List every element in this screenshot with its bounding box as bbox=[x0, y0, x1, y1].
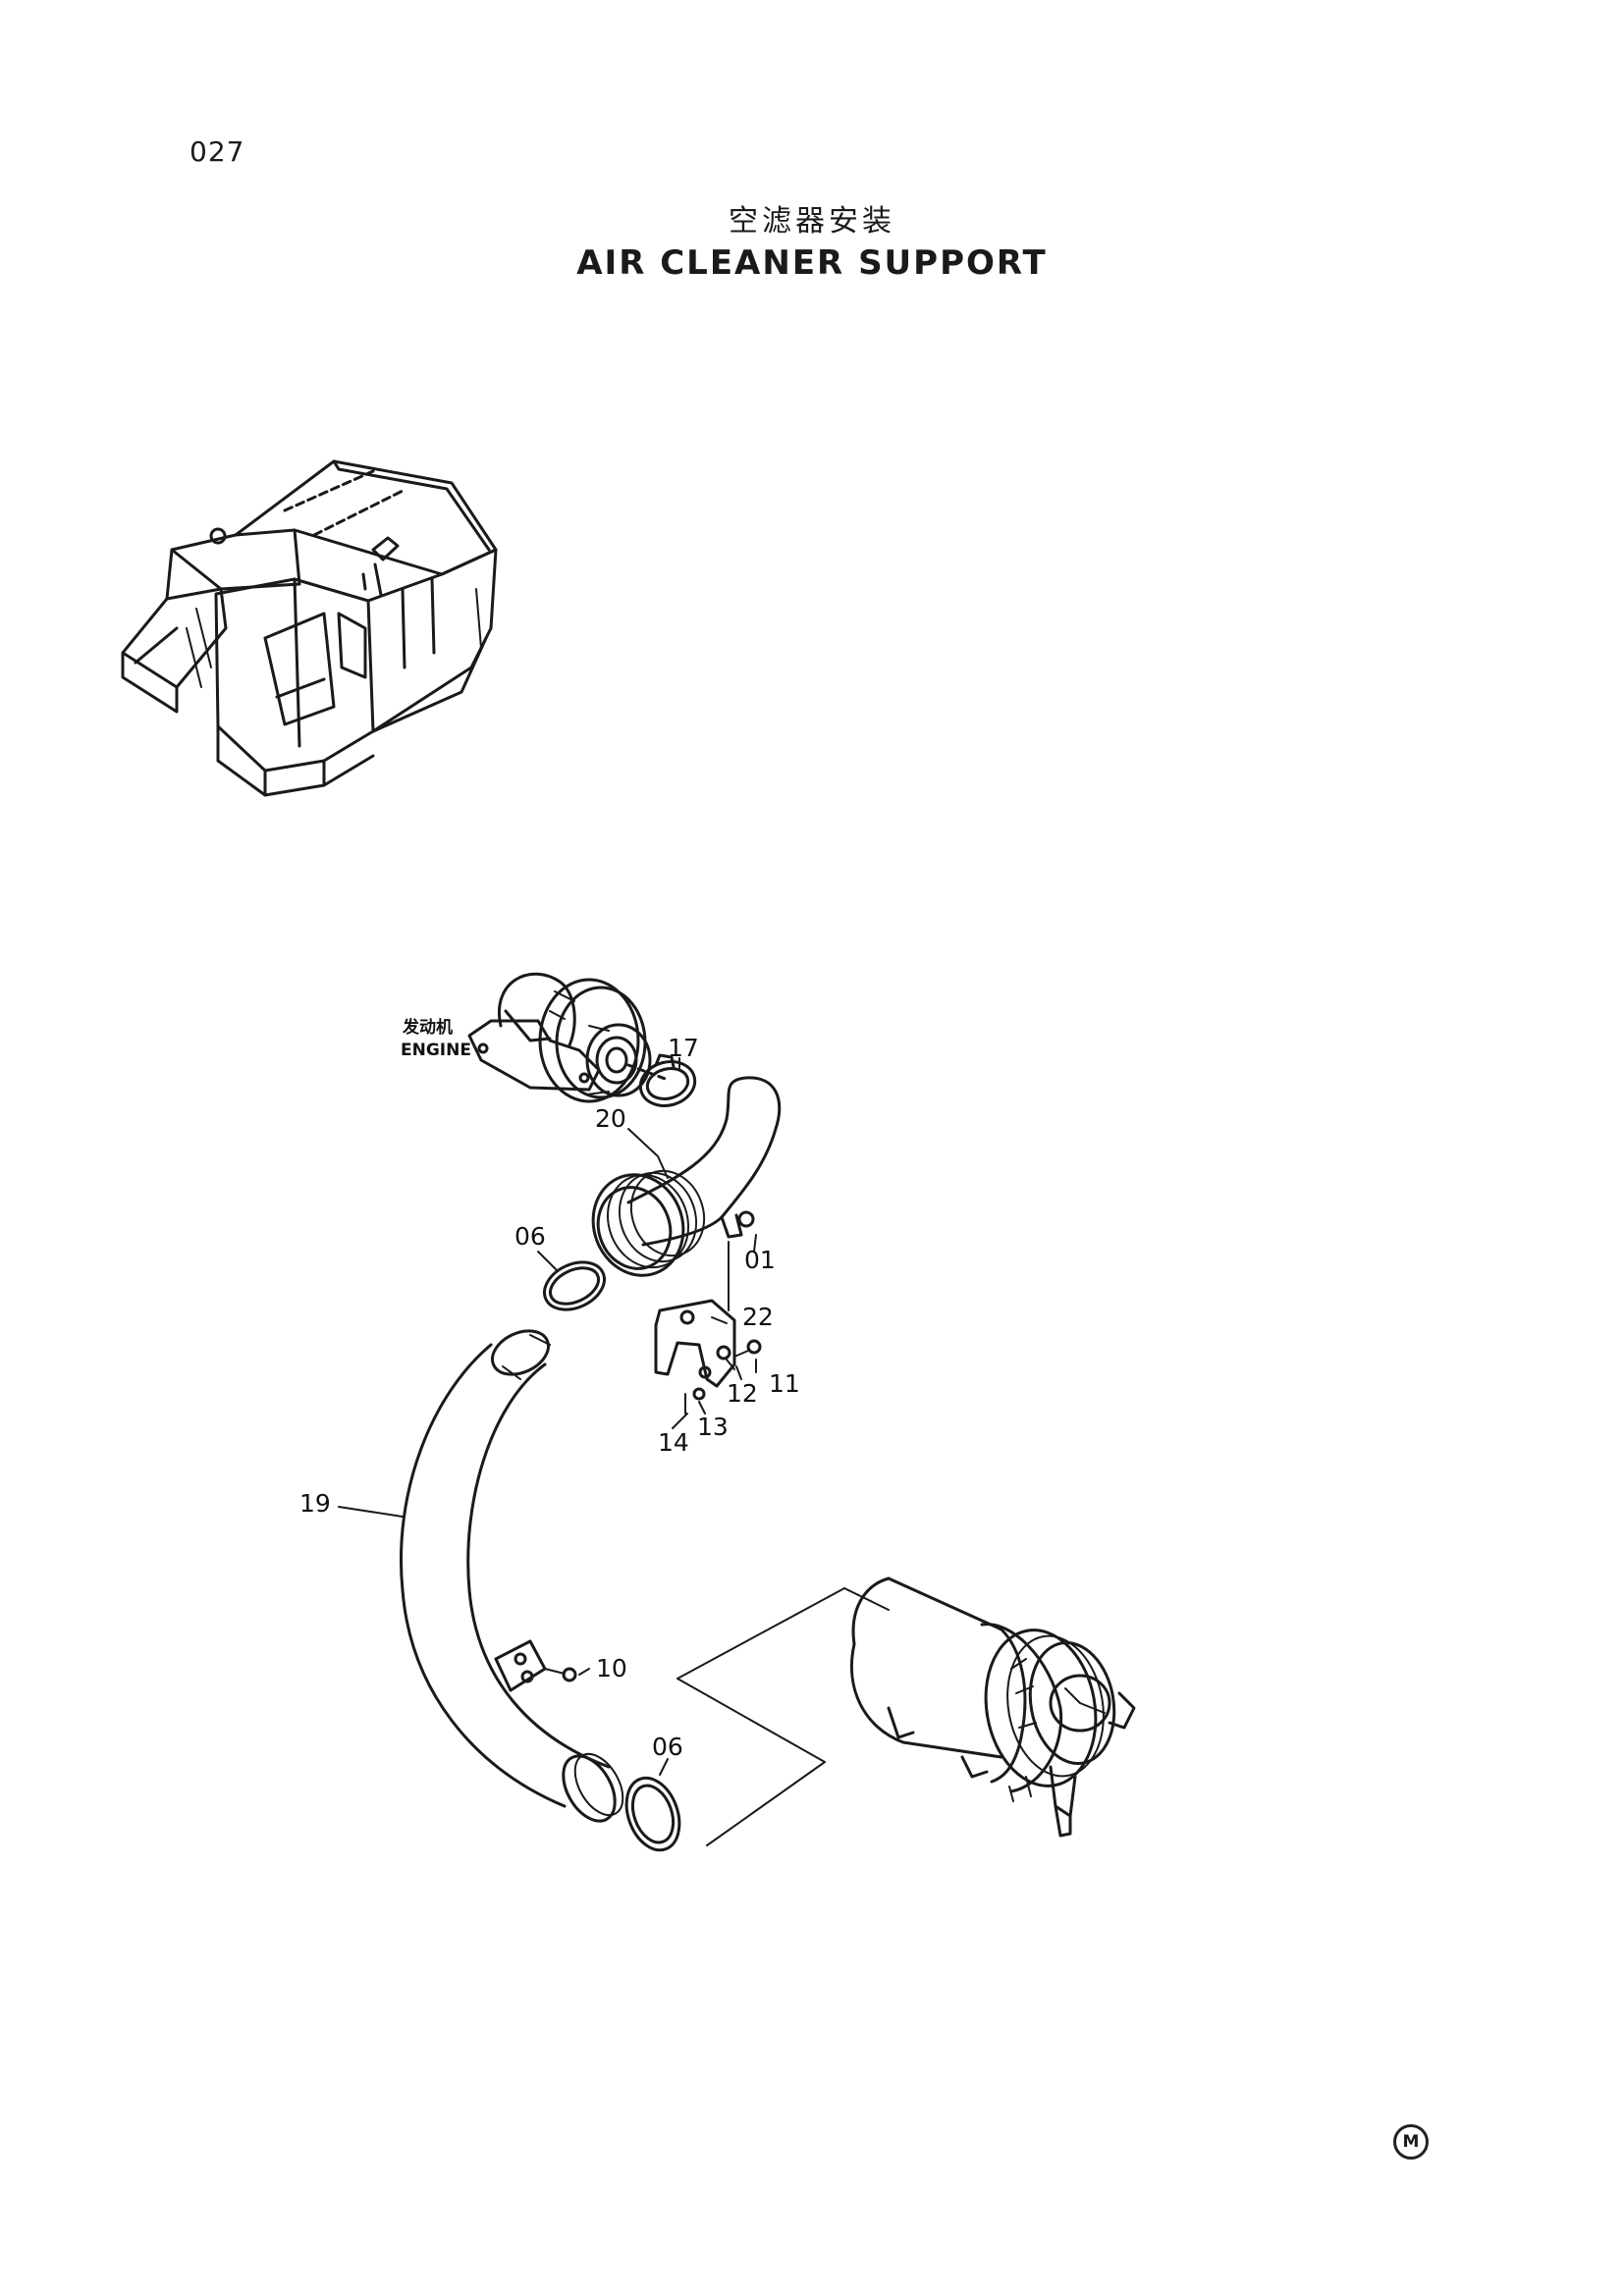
elbow-hose-20 bbox=[591, 1076, 782, 1311]
callout-20: 20 bbox=[595, 1104, 626, 1133]
callout-11: 11 bbox=[769, 1369, 800, 1398]
engine-label: ENGINE bbox=[401, 1041, 471, 1060]
excavator-thumbnail bbox=[121, 459, 498, 797]
callout-06-upper: 06 bbox=[514, 1222, 546, 1251]
engine-turbo bbox=[467, 972, 670, 1103]
hose-clamp-06-lower bbox=[624, 1776, 681, 1852]
bracket-22 bbox=[654, 1299, 762, 1415]
page-title: AIR CLEANER SUPPORT bbox=[576, 243, 1048, 283]
hose-clamp-17 bbox=[638, 1053, 697, 1107]
callout-19: 19 bbox=[299, 1489, 331, 1518]
hose-clamp-06-upper bbox=[543, 1260, 606, 1311]
callout-01: 01 bbox=[744, 1246, 776, 1274]
callout-14: 14 bbox=[658, 1428, 689, 1457]
engine-label-chinese: 发动机 bbox=[402, 1017, 453, 1038]
assembly-lines bbox=[677, 1587, 890, 1846]
callout-13: 13 bbox=[697, 1413, 729, 1441]
callout-12: 12 bbox=[727, 1379, 758, 1408]
corner-mark: M bbox=[1393, 2124, 1429, 2160]
callout-10: 10 bbox=[596, 1654, 627, 1682]
leader-lines bbox=[338, 1057, 757, 1776]
page-title-chinese: 空滤器安装 bbox=[729, 204, 895, 239]
page-number: 027 bbox=[189, 135, 245, 168]
callout-22: 22 bbox=[742, 1303, 774, 1331]
air-cleaner bbox=[849, 1576, 1136, 1838]
callout-17: 17 bbox=[668, 1034, 699, 1062]
callout-06-lower: 06 bbox=[652, 1733, 683, 1761]
air-hose-19 bbox=[399, 1329, 624, 1823]
